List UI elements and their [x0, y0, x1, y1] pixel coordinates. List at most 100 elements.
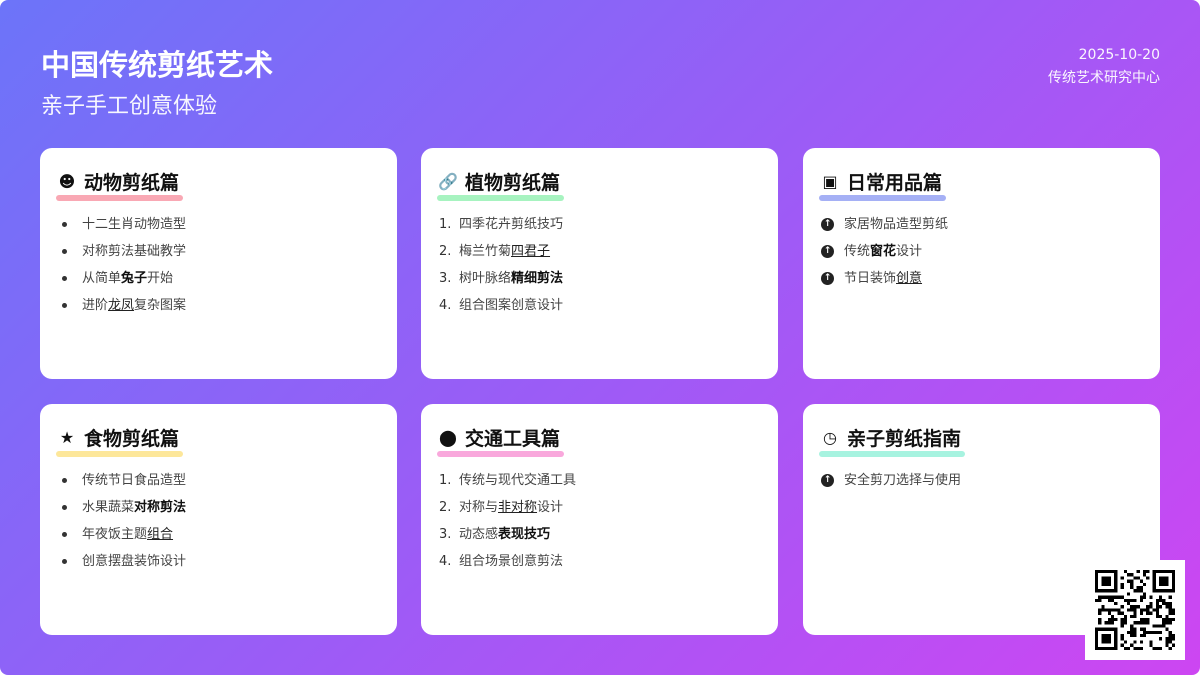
item-text: 十二生肖动物造型 [82, 217, 187, 232]
bullet-icon [62, 559, 67, 564]
list-number: 1. [439, 473, 452, 488]
heading-highlight [437, 451, 565, 457]
qr-code [1085, 560, 1185, 660]
link-icon: 🔗 [438, 172, 458, 191]
list-item: 4. 组合图案创意设计 [439, 292, 760, 319]
heading-highlight [819, 195, 947, 201]
arrow-up-circle-icon: ↑ [821, 272, 834, 285]
list-item: 对称剪法基础教学 [58, 238, 379, 265]
list-item: ↑ 安全剪刀选择与使用 [821, 467, 1142, 494]
arrow-up-circle-icon: ↑ [821, 218, 834, 231]
bullet-icon [62, 222, 67, 227]
page-subtitle: 亲子手工创意体验 [41, 94, 218, 119]
arrow-up-circle-icon: ↑ [821, 474, 834, 487]
item-text: 设计 [537, 500, 564, 515]
item-text: 年夜饭主题 [82, 527, 148, 542]
item-text: 对称与 [459, 500, 499, 515]
item-text: 精细剪法 [511, 271, 564, 286]
category-card: ★食物剪纸篇传统节日食品造型水果蔬菜对称剪法年夜饭主题组合创意摆盘装饰设计 [40, 404, 397, 635]
arrow-up-circle-icon: ↑ [821, 245, 834, 258]
item-text: 创意摆盘装饰设计 [82, 554, 187, 569]
list-item: 1. 传统与现代交通工具 [439, 467, 760, 494]
item-text: 节日装饰 [844, 271, 897, 286]
category-card: ▣日常用品篇↑家居物品造型剪纸↑传统窗花设计↑节日装饰创意 [803, 148, 1160, 379]
card-heading: ◷ 亲子剪纸指南 [819, 424, 966, 457]
list-item: 3.动态感表现技巧 [439, 521, 760, 548]
list-item: 创意摆盘装饰设计 [58, 548, 379, 575]
item-text: 传统节日食品造型 [82, 473, 187, 488]
list-item: ↑传统窗花设计 [821, 238, 1142, 265]
card-heading: ⬤ 交通工具篇 [437, 424, 565, 457]
heading-highlight [56, 451, 184, 457]
card-list: 十二生肖动物造型对称剪法基础教学从简单兔子开始进阶龙凤复杂图案 [58, 211, 379, 319]
item-text: 开始 [147, 271, 174, 286]
list-number: 4. [439, 554, 452, 569]
heading-highlight [56, 195, 184, 201]
list-item: 十二生肖动物造型 [58, 211, 379, 238]
card-title: 日常用品篇 [847, 172, 943, 194]
link-text[interactable]: 创意 [896, 271, 923, 286]
bullet-icon [62, 249, 67, 254]
bullet-icon [62, 276, 67, 281]
item-text: 组合图案创意设计 [459, 298, 564, 313]
page-title: 中国传统剪纸艺术 [41, 48, 274, 82]
link-text[interactable]: 组合 [147, 527, 174, 542]
item-text: 设计 [896, 244, 923, 259]
list-item: 进阶龙凤复杂图案 [58, 292, 379, 319]
card-title: 亲子剪纸指南 [847, 428, 962, 450]
bullet-icon [62, 505, 67, 510]
list-item: 4. 组合场景创意剪法 [439, 548, 760, 575]
link-text[interactable]: 龙凤 [108, 298, 135, 313]
card-list: ↑ 安全剪刀选择与使用 [821, 467, 1142, 494]
item-text: 组合场景创意剪法 [459, 554, 564, 569]
card-title: 动物剪纸篇 [84, 172, 180, 194]
bullet-icon [62, 303, 67, 308]
card-title: 交通工具篇 [465, 428, 561, 450]
item-text: 对称剪法基础教学 [82, 244, 187, 259]
list-number: 4. [439, 298, 452, 313]
list-item: ↑ 节日装饰创意 [821, 265, 1142, 292]
item-text: 安全剪刀选择与使用 [844, 473, 962, 488]
organization: 传统艺术研究中心 [1048, 70, 1160, 86]
date: 2025-10-20 [1078, 47, 1160, 63]
list-item: 2.对称与非对称设计 [439, 494, 760, 521]
meta: 2025-10-20 传统艺术研究中心 [1048, 44, 1160, 90]
link-text[interactable]: 非对称 [498, 500, 538, 515]
item-text: 动态感 [459, 527, 499, 542]
item-text: 家居物品造型剪纸 [844, 217, 949, 232]
map-pin-icon: ⬤ [439, 428, 457, 447]
category-card: ◷ 亲子剪纸指南 ↑ 安全剪刀选择与使用 [803, 404, 1160, 635]
list-item: 2.梅兰竹菊四君子 [439, 238, 760, 265]
card-title: 植物剪纸篇 [465, 172, 561, 194]
card-heading: ☻ 动物剪纸篇 [56, 168, 184, 201]
list-number: 3. [439, 271, 452, 286]
card-list: ↑家居物品造型剪纸↑传统窗花设计↑节日装饰创意 [821, 211, 1142, 292]
face-icon: ☻ [58, 172, 76, 191]
list-item: 年夜饭主题组合 [58, 521, 379, 548]
item-text: 从简单 [82, 271, 122, 286]
card-heading: 🔗 植物剪纸篇 [437, 168, 565, 201]
item-text: 兔子 [121, 271, 148, 286]
clock-icon: ◷ [823, 428, 837, 447]
card-title: 食物剪纸篇 [84, 428, 180, 450]
item-text: 四季花卉剪纸技巧 [459, 217, 564, 232]
item-text: 树叶脉络 [459, 271, 512, 286]
item-text: 水果蔬菜 [82, 500, 135, 515]
item-text: 复杂图案 [134, 298, 187, 313]
list-item: ↑ 家居物品造型剪纸 [821, 211, 1142, 238]
star-icon: ★ [59, 428, 75, 447]
link-text[interactable]: 四君子 [511, 244, 551, 259]
bullet-icon [62, 532, 67, 537]
list-item: 传统节日食品造型 [58, 467, 379, 494]
heading-highlight [437, 195, 565, 201]
list-number: 3. [439, 527, 452, 542]
item-text: 进阶 [82, 298, 109, 313]
card-list: 传统节日食品造型水果蔬菜对称剪法年夜饭主题组合创意摆盘装饰设计 [58, 467, 379, 575]
item-text: 梅兰竹菊 [459, 244, 512, 259]
item-text: 窗花 [870, 244, 897, 259]
clipboard-icon: ▣ [822, 172, 838, 191]
item-text: 传统与现代交通工具 [459, 473, 577, 488]
